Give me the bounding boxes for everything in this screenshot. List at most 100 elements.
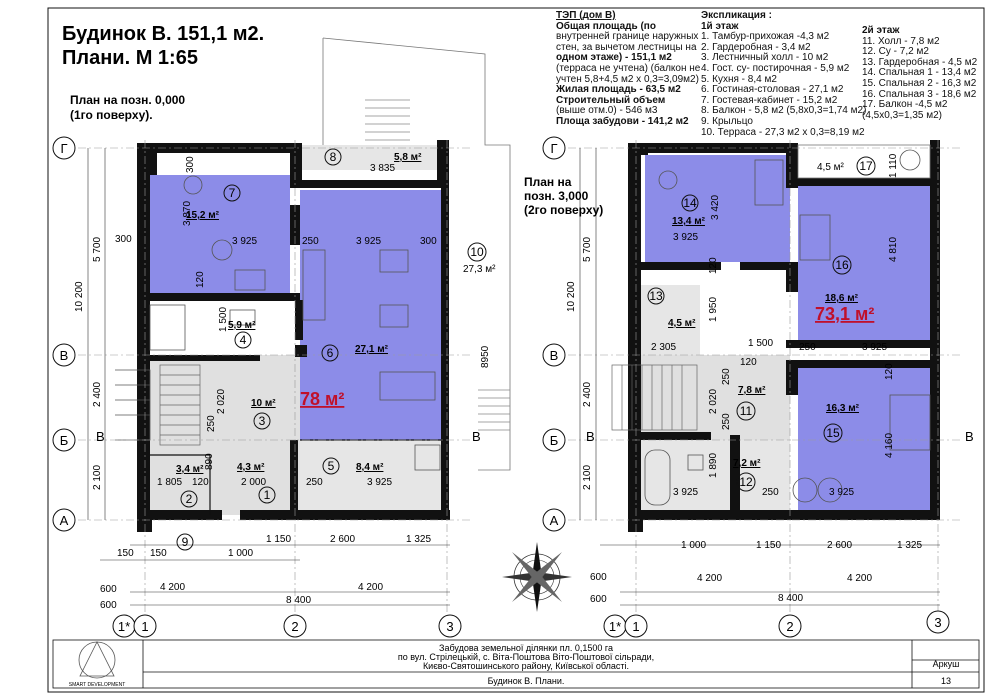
room-5-area: 8,4 м² xyxy=(356,462,384,473)
room-13-num: 13 xyxy=(649,289,663,303)
axis-row-b-left: Б xyxy=(60,433,69,448)
explication-item: 2. Гардеробная - 3,4 м2 xyxy=(701,41,811,53)
explication-item: 5. Кухня - 8,4 м2 xyxy=(701,73,777,85)
title-line1: Будинок В. 151,1 м2. xyxy=(62,23,264,45)
tep-line: Общая площадь (по xyxy=(556,20,656,32)
plan2-label-3: (2го поверху) xyxy=(524,203,603,217)
floor2-total-area: 73,1 м² xyxy=(815,304,874,324)
dim-1150: 1 150 xyxy=(266,534,291,545)
room-7-num: 7 xyxy=(229,186,236,200)
room-6-area: 27,1 м² xyxy=(355,344,389,355)
room-15-area: 16,3 м² xyxy=(826,403,860,414)
room-12-area: 7,2 м² xyxy=(733,458,761,469)
axis-row-v-left: В xyxy=(60,348,69,363)
room-16-fill xyxy=(798,185,938,340)
explication-item: 8. Балкон - 5,8 м2 (5,8х0,3=1,74 м2) xyxy=(701,105,867,117)
dim2-2600: 2 600 xyxy=(827,540,852,551)
dim-5700: 5 700 xyxy=(92,237,103,262)
dim-120-a: 120 xyxy=(195,271,206,288)
section-mark-3: В xyxy=(586,429,595,444)
tep-line: (терраса не учтена) (балкон не xyxy=(556,62,701,74)
dim-1000: 1 000 xyxy=(228,548,253,559)
tep-line: Площа забудови - 141,2 м2 xyxy=(556,115,689,127)
balcony-floor xyxy=(300,145,445,170)
axis-col-3-right: 3 xyxy=(934,615,941,630)
dim-300-a: 300 xyxy=(185,156,196,173)
dim-2000: 2 000 xyxy=(241,477,266,488)
dim-600-a: 600 xyxy=(100,584,117,595)
dim2-120-a: 120 xyxy=(708,257,719,274)
room-11-num: 11 xyxy=(740,404,753,418)
room-6-num: 6 xyxy=(327,346,334,360)
dim-890: 890 xyxy=(204,453,215,470)
project-line-3: Києво-Святошинського району, Київської о… xyxy=(423,661,629,671)
room-1-area: 4,3 м² xyxy=(237,462,265,473)
explication-item: 16. Спальная 3 - 18,6 м2 xyxy=(862,88,977,100)
room-10-area: 27,3 м² xyxy=(463,264,496,275)
tep-line: Строительный объем xyxy=(556,94,666,106)
room-4-num: 4 xyxy=(240,333,247,347)
section-mark-2: В xyxy=(472,429,481,444)
outdoor-stair xyxy=(365,99,410,141)
room-13-floor xyxy=(640,285,700,355)
dim2-250-b: 250 xyxy=(721,368,732,385)
dim-120-b: 120 xyxy=(192,477,209,488)
axis-row-a-left: А xyxy=(60,513,69,528)
room-14-fill xyxy=(645,155,790,262)
dim2-2020: 2 020 xyxy=(708,389,719,414)
floor1-total-area: 78 м² xyxy=(300,389,344,409)
axis-row-b-right: Б xyxy=(550,433,559,448)
dim-1805: 1 805 xyxy=(157,477,182,488)
explication-floor1-heading: 1й этаж xyxy=(701,20,739,32)
room-6-fill xyxy=(300,190,445,440)
axis-lines xyxy=(78,140,960,615)
hall2-floor xyxy=(640,355,790,440)
room-1-num: 1 xyxy=(264,488,271,502)
axis-col-1-right: 1 xyxy=(632,619,639,634)
tep-line: стен, за вычетом лестницы на xyxy=(556,41,697,53)
dim-2400: 2 400 xyxy=(92,382,103,407)
plan2-label-2: позн. 3,000 xyxy=(524,189,589,203)
axis-col-3-left: 3 xyxy=(446,619,453,634)
dim2-250-c: 250 xyxy=(762,487,779,498)
room-8-area: 5,8 м² xyxy=(394,152,422,163)
logo-mark xyxy=(78,641,116,679)
dimensions-floor1: 3 835 3 870 300 300 3 925 250 3 925 300 … xyxy=(74,156,491,611)
dim2-4160: 4 160 xyxy=(884,433,895,458)
room-17-area: 4,5 м² xyxy=(817,162,845,173)
dim2-4810: 4 810 xyxy=(888,237,899,262)
dim2-1000: 1 000 xyxy=(681,540,706,551)
room-17-num: 17 xyxy=(859,159,873,173)
dim2-120-b: 120 xyxy=(740,357,757,368)
dim-250-a: 250 xyxy=(302,236,319,247)
plan1-label-1: План на позн. 0,000 xyxy=(70,93,185,107)
dim2-8400: 8 400 xyxy=(778,593,803,604)
section-mark-4: В xyxy=(965,429,974,444)
dim2-3925-b: 3 925 xyxy=(862,342,887,353)
explication-item: 6. Гостиная-столовая - 27,1 м2 xyxy=(701,84,844,96)
dim2-3925-a: 3 925 xyxy=(673,232,698,243)
explication-item: 17. Балкон -4,5 м2 xyxy=(862,99,948,111)
dim-300-b: 300 xyxy=(115,234,132,245)
room-3-area: 10 м² xyxy=(251,398,276,409)
room-14-area: 13,4 м² xyxy=(672,216,706,227)
kitchen-floor xyxy=(300,440,445,515)
explication-item: 4. Гост. су- постирочная - 5,9 м2 xyxy=(701,62,850,74)
project-line-2: по вул. Стрілецькій, с. Віта-Поштова Віт… xyxy=(398,652,654,662)
dim-3870: 3 870 xyxy=(182,201,193,226)
balcony-17-outline xyxy=(797,144,931,179)
dim2-2100: 2 100 xyxy=(582,465,593,490)
axis-bubbles: Г В Б А Г В Б А 1* 1 2 3 1* 1 2 3 xyxy=(52,136,950,638)
room-7-fill xyxy=(150,175,290,293)
explication-item: (4,5х0,3=1,35 м2) xyxy=(862,109,942,121)
room-3-num: 3 xyxy=(259,414,266,428)
axis-col-1-left: 1 xyxy=(141,619,148,634)
dim-1325: 1 325 xyxy=(406,534,431,545)
tep-line: (выше отм.0) - 546 м3 xyxy=(556,105,658,117)
dim2-5700: 5 700 xyxy=(582,237,593,262)
dim-2020: 2 020 xyxy=(216,389,227,414)
room-5-num: 5 xyxy=(328,459,335,473)
